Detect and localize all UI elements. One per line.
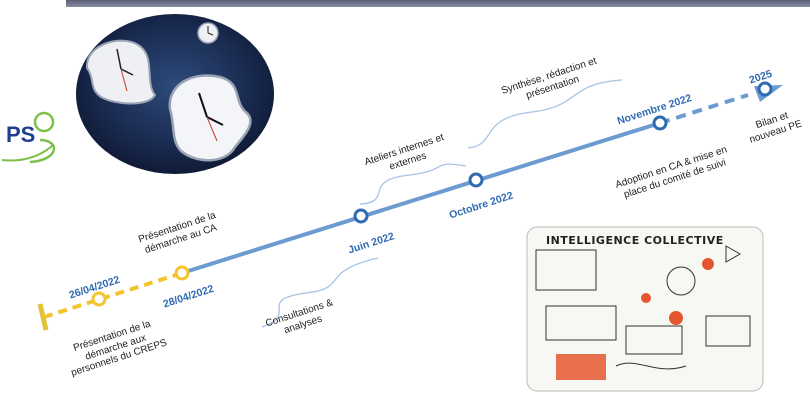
melting-clocks-image (75, 13, 275, 180)
logo-text: PS (6, 122, 36, 147)
milestone-marker (468, 172, 484, 188)
milestone-marker (91, 291, 107, 307)
sketchnote-title: INTELLIGENCE COLLECTIVE (546, 234, 724, 247)
milestone-marker (353, 208, 369, 224)
phase-brace-consultations (261, 257, 379, 328)
milestone-marker (652, 115, 668, 131)
creps-logo: PS (0, 100, 64, 170)
sketchnote-image: INTELLIGENCE COLLECTIVE (526, 226, 764, 397)
milestone-marker (757, 81, 773, 97)
main-blue-line (181, 121, 661, 275)
header-divider (66, 0, 810, 7)
start-tick (37, 303, 49, 331)
phase-brace-ateliers (359, 163, 467, 205)
phase-brace-synthese (467, 79, 623, 149)
milestone-marker (174, 265, 190, 281)
dashed-blue-segment (659, 93, 749, 125)
dashed-yellow-segment (43, 271, 183, 319)
